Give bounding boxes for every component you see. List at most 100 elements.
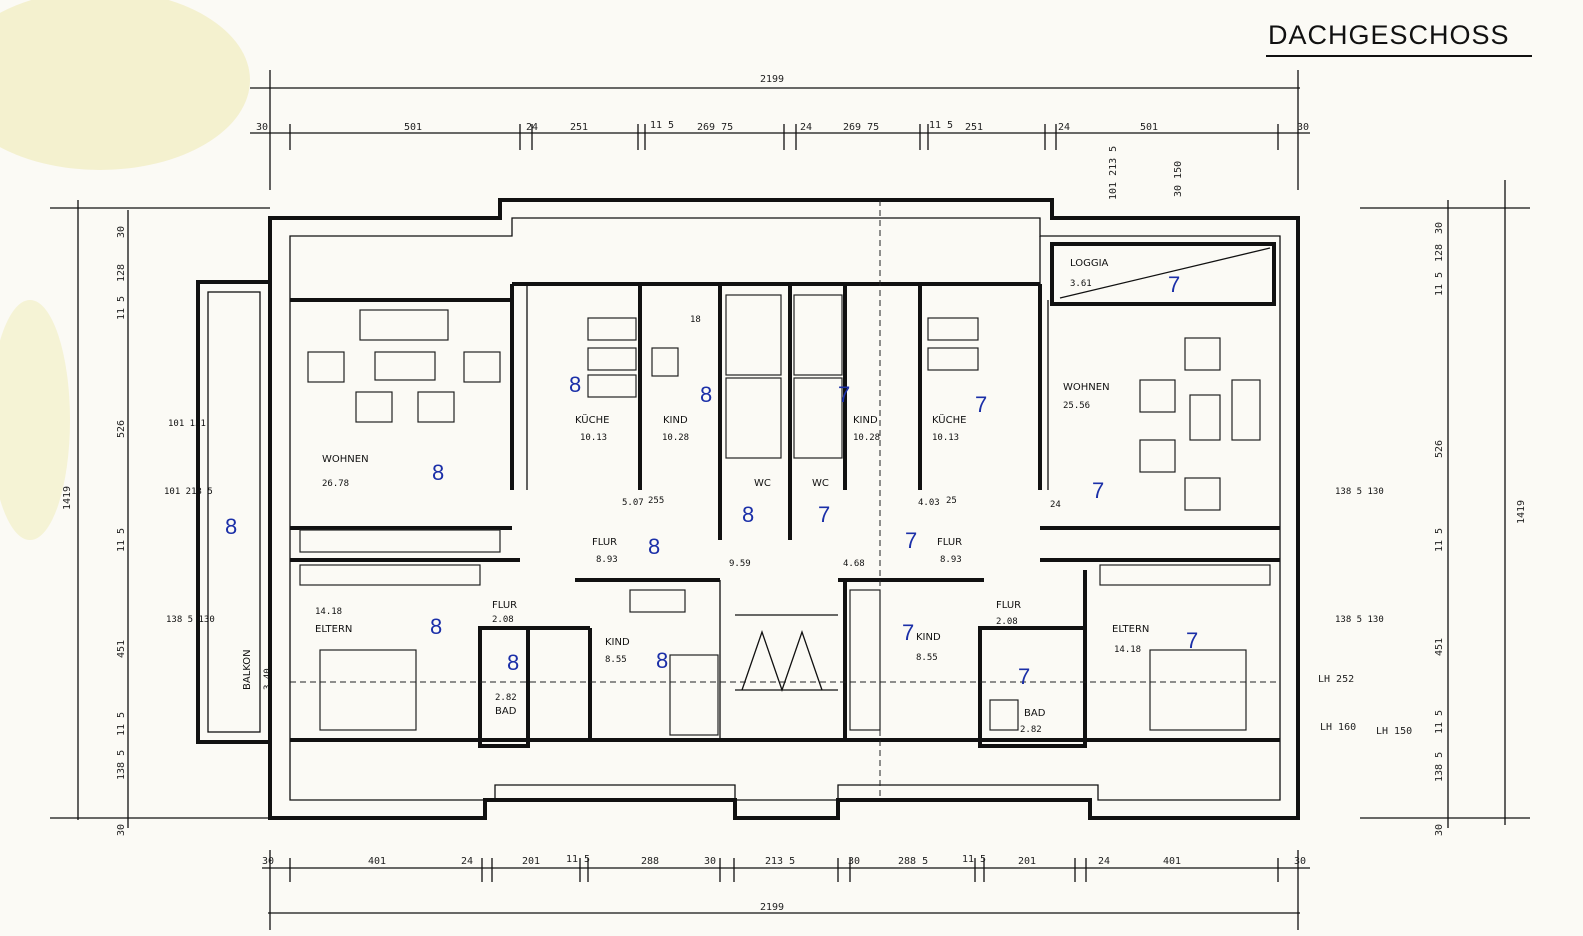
room-16-area: 2.82: [1020, 725, 1042, 735]
furniture: [299, 294, 1271, 736]
left-dim-1: 128: [116, 264, 127, 282]
left-dim-4: 11 5: [116, 528, 127, 552]
balcony: [196, 280, 272, 744]
room-9-name: ELTERN: [315, 624, 352, 635]
measure-403: 4.03: [918, 498, 940, 508]
right-dim-1: 128: [1434, 244, 1445, 262]
room-9-area: 14.18: [315, 607, 342, 617]
misc-labels: 9.59 4.68 LH 252 LH 160 LH 150 5.07 4.03…: [164, 315, 1412, 737]
bottom-dim-9: 288 5: [898, 856, 928, 867]
mark-room-3: 7: [838, 382, 850, 407]
room-3-area: 10.28: [853, 433, 880, 443]
mark-room-14: 7: [1018, 664, 1030, 689]
room-1-area: 10.13: [580, 433, 607, 443]
measure-18: 18: [690, 315, 701, 325]
mark-room-18: 8: [742, 502, 754, 527]
room-11-name: KIND: [605, 637, 630, 648]
handwritten-marks: 8 8 8 7 7 7 7 8 7 8 7 8 7 8 7 8 8 7: [225, 272, 1198, 689]
window-left-2: 138 5 130: [166, 615, 215, 625]
paper-stain: [0, 0, 250, 540]
top-dim-2: 24: [526, 122, 538, 133]
right-dim-8: 30: [1434, 824, 1445, 836]
left-dim-2: 11 5: [116, 296, 127, 320]
mark-room-6: 7: [1168, 272, 1180, 297]
room-16-name: BAD: [1024, 708, 1046, 719]
right-dim-4: 11 5: [1434, 528, 1445, 552]
bottom-dim-11: 201: [1018, 856, 1036, 867]
mark-room-13: 8: [507, 650, 519, 675]
bottom-dim-13: 401: [1163, 856, 1181, 867]
top-dim-12: 30: [1297, 122, 1309, 133]
window-left-1: 101 213 5: [164, 487, 213, 497]
top-overall-dim: 2199: [760, 74, 784, 85]
measure-24: 24: [1050, 500, 1061, 510]
bottom-dim-0: 30: [262, 856, 274, 867]
mark-room-4: 7: [975, 392, 987, 417]
mark-room-17: 8: [225, 514, 237, 539]
room-14-area: 2.08: [996, 617, 1018, 627]
mark-room-19: 7: [818, 502, 830, 527]
room-1-name: KÜCHE: [575, 413, 609, 426]
top-dim-5: 269 75: [697, 122, 733, 133]
room-6-area: 3.61: [1070, 279, 1092, 289]
bottom-dim-7: 213 5: [765, 856, 795, 867]
room-8-area: 8.93: [940, 555, 962, 565]
room-4-area: 10.13: [932, 433, 959, 443]
room-13-name: FLUR: [492, 600, 517, 611]
mark-room-8: 7: [905, 528, 917, 553]
top-dim-9: 251: [965, 122, 983, 133]
top-dim-10: 24: [1058, 122, 1070, 133]
top-dim-8: 11 5: [929, 120, 953, 131]
top-extra-dim-1: 30 150: [1173, 161, 1184, 197]
room-12-name: KIND: [916, 632, 941, 643]
bottom-dim-1: 401: [368, 856, 386, 867]
lh-150: LH 150: [1376, 726, 1412, 737]
room-0-name: WOHNEN: [322, 454, 369, 465]
stair-left-area: 9.59: [729, 559, 751, 569]
room-4-name: KÜCHE: [932, 413, 966, 426]
mark-room-1: 8: [569, 372, 581, 397]
top-dimension-lines: [250, 70, 1310, 190]
mark-room-7: 8: [648, 534, 660, 559]
right-dim-3: 526: [1434, 440, 1445, 458]
room-15-name: BAD: [495, 706, 517, 717]
room-14-name: FLUR: [996, 600, 1021, 611]
right-overall-dim: 1419: [1516, 500, 1527, 524]
bottom-overall-dim: 2199: [760, 902, 784, 913]
left-segment-dims: 30 128 11 5 526 11 5 451 11 5 138 5 30: [116, 226, 127, 836]
stair-right-area: 4.68: [843, 559, 865, 569]
room-8-name: FLUR: [937, 537, 962, 548]
measure-255: 255: [648, 496, 664, 506]
left-dim-5: 451: [116, 640, 127, 658]
bottom-dim-4: 11 5: [566, 854, 590, 865]
room-12-area: 8.55: [916, 653, 938, 663]
room-5-area: 25.56: [1063, 401, 1090, 411]
right-dim-0: 30: [1434, 222, 1445, 234]
room-6-name: LOGGIA: [1070, 258, 1109, 269]
measure-25: 25: [946, 496, 957, 506]
bottom-dim-6: 30: [704, 856, 716, 867]
bottom-dimension-lines: [262, 850, 1310, 930]
left-dimension-lines: [50, 200, 270, 828]
mark-room-10: 7: [1186, 628, 1198, 653]
window-right-2: 138 5 130: [1335, 615, 1384, 625]
room-18-name: WC: [754, 478, 771, 489]
bottom-dim-3: 201: [522, 856, 540, 867]
right-dim-6: 11 5: [1434, 710, 1445, 734]
room-5-name: WOHNEN: [1063, 382, 1110, 393]
mark-room-5: 7: [1092, 478, 1104, 503]
room-0-area: 26.78: [322, 479, 349, 489]
left-dim-6: 11 5: [116, 712, 127, 736]
room-10-name: ELTERN: [1112, 624, 1149, 635]
left-dim-8: 30: [116, 824, 127, 836]
room-19-name: WC: [812, 478, 829, 489]
mark-room-12: 7: [902, 620, 914, 645]
left-dim-3: 526: [116, 420, 127, 438]
staircase: [735, 614, 838, 692]
measure-507: 5.07: [622, 498, 644, 508]
top-extra-dim-0: 101 213 5: [1108, 146, 1119, 200]
left-overall-dim: 1419: [62, 486, 73, 510]
mark-room-0: 8: [432, 460, 444, 485]
top-dim-0: 30: [256, 122, 268, 133]
